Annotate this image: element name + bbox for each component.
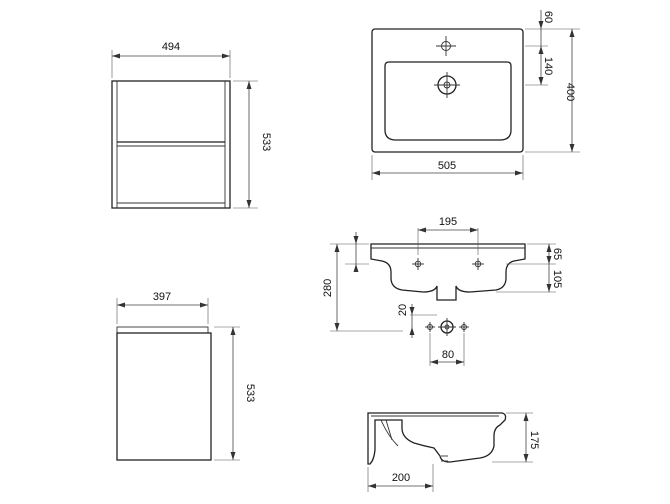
section-height-label: 175	[528, 431, 540, 449]
section-depth-label: 200	[392, 472, 410, 484]
drain-offset-label: 20	[397, 304, 409, 316]
basin-width-label: 505	[438, 160, 456, 172]
basin-front-view: 195 65 105 280 20	[322, 216, 563, 366]
cabinet-front-view: 494 533	[111, 41, 272, 209]
top-height-label: 65	[551, 248, 563, 260]
mount-spacing-label: 195	[439, 216, 457, 228]
side-depth-label: 397	[153, 291, 171, 303]
basin-top-view: 60 140 400 505	[371, 10, 580, 180]
overall-height-label: 280	[322, 279, 334, 297]
side-height-label: 533	[244, 384, 256, 402]
cabinet-width-label: 494	[162, 41, 180, 53]
basin-section-view: 175 200	[367, 412, 540, 492]
bowl-offset-label: 140	[542, 57, 554, 75]
cabinet-side-view: 397 533	[116, 291, 256, 461]
bowl-height-label: 105	[551, 270, 563, 288]
tap-offset-label: 60	[542, 11, 554, 23]
drain-spacing-label: 80	[442, 349, 454, 361]
cabinet-height-label: 533	[260, 133, 272, 151]
basin-depth-label: 400	[564, 83, 576, 101]
